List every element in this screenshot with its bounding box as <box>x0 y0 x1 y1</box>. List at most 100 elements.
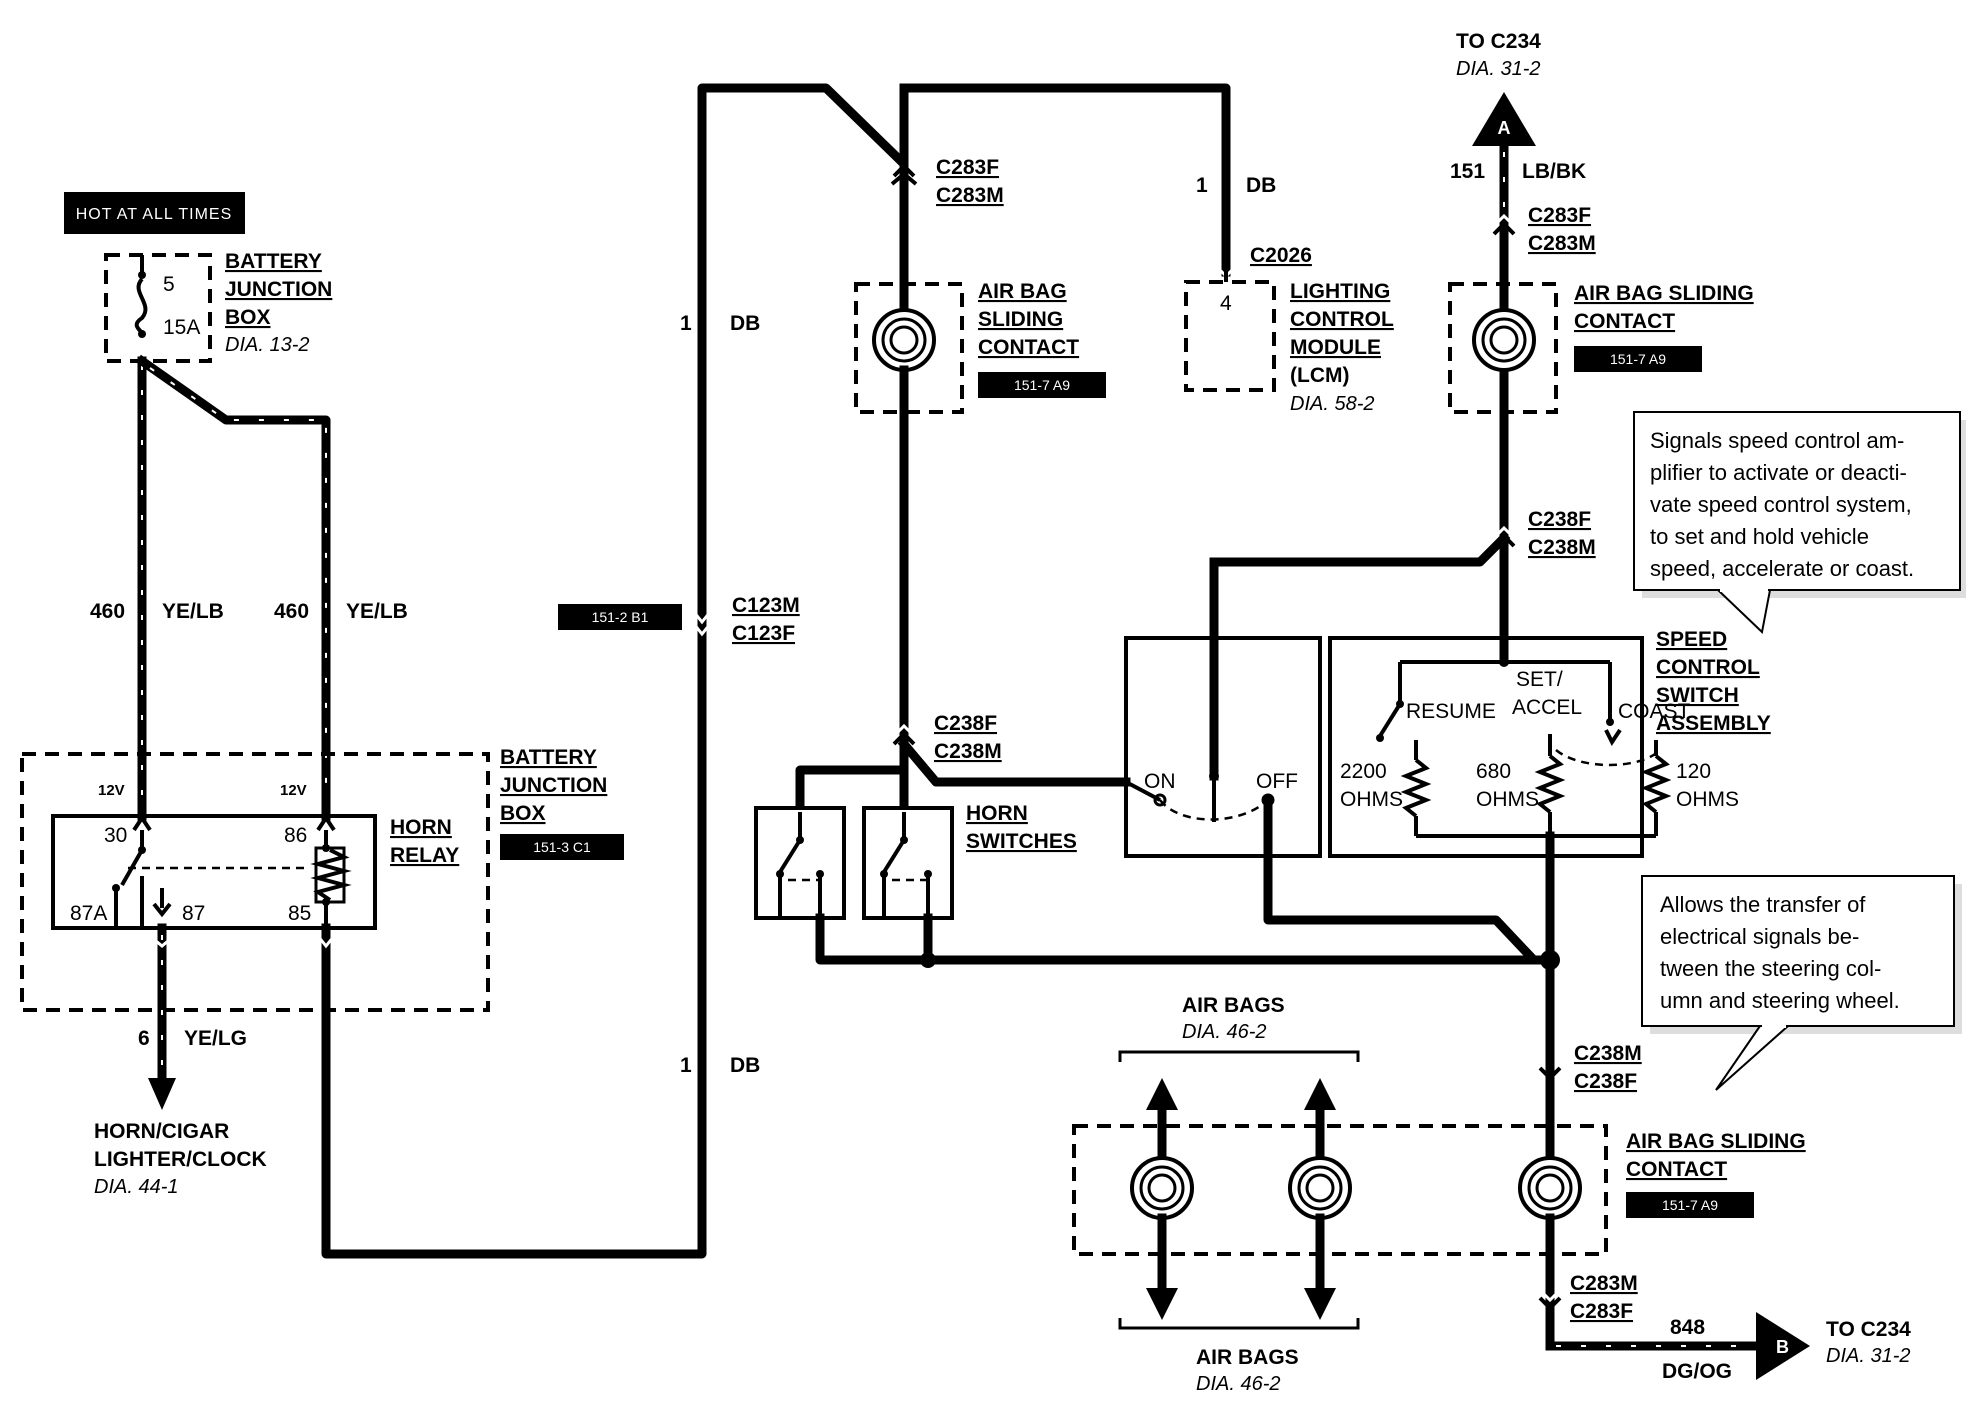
arrow-down-icon <box>1146 1288 1178 1320</box>
svg-text:vate speed control system,: vate speed control system, <box>1650 492 1912 517</box>
horn-switches-label: HORN SWITCHES <box>966 802 1077 853</box>
svg-text:AIR BAGS: AIR BAGS <box>1196 1346 1299 1369</box>
svg-text:HORN: HORN <box>390 816 452 839</box>
svg-text:A: A <box>1498 118 1511 138</box>
wire-151-color: LB/BK <box>1522 160 1586 183</box>
wire-460-color-right: YE/LB <box>346 600 408 623</box>
arrow-down-icon <box>1304 1288 1336 1320</box>
wire-460-ye-lb-right <box>135 354 331 805</box>
svg-text:C283F: C283F <box>936 156 999 179</box>
resistor-120-icon <box>1640 754 1672 814</box>
battery-junction-box-fuse: 5 15A <box>104 253 212 363</box>
wire-6-color: YE/LG <box>184 1027 247 1050</box>
svg-text:HORN: HORN <box>966 802 1028 825</box>
svg-text:CONTACT: CONTACT <box>1626 1158 1727 1181</box>
svg-text:B: B <box>1776 1337 1789 1357</box>
svg-text:C283M: C283M <box>1570 1272 1638 1295</box>
svg-text:electrical signals be-: electrical signals be- <box>1660 924 1859 949</box>
svg-text:HOT AT ALL TIMES: HOT AT ALL TIMES <box>76 206 233 223</box>
svg-text:TO C234: TO C234 <box>1826 1318 1911 1341</box>
resistor-120-value: 120 <box>1676 760 1711 783</box>
svg-text:HORN/CIGAR: HORN/CIGAR <box>94 1120 229 1143</box>
on-off-switch-box: ON OFF <box>1124 557 1322 858</box>
fuse-number: 5 <box>163 273 175 296</box>
switch-set: SET/ <box>1516 668 1563 691</box>
svg-text:C283F: C283F <box>1570 1300 1633 1323</box>
wire-db-lcm-color: DB <box>1246 174 1276 197</box>
wire-horn-ground <box>815 913 1551 965</box>
switch-resume: RESUME <box>1406 700 1496 723</box>
airbag-sliding-contact-left <box>854 179 964 741</box>
svg-text:C238F: C238F <box>1528 508 1591 531</box>
svg-text:BOX: BOX <box>225 306 271 329</box>
svg-text:C238F: C238F <box>1574 1070 1637 1093</box>
svg-text:C238F: C238F <box>934 712 997 735</box>
airbag-sliding-contact-right-label: AIR BAG SLIDING CONTACT 151-7 A9 <box>1574 282 1754 372</box>
switch-accel: ACCEL <box>1512 696 1582 719</box>
speed-control-switch-assembly-label: SPEED CONTROL SWITCH ASSEMBLY <box>1656 628 1771 735</box>
svg-text:tween the steering col-: tween the steering col- <box>1660 956 1881 981</box>
svg-text:SWITCHES: SWITCHES <box>966 830 1077 853</box>
horn-switch-left <box>754 806 846 936</box>
connector-c123: 151-2 B1 C123M C123F <box>558 594 800 645</box>
svg-text:C283M: C283M <box>1528 232 1596 255</box>
svg-text:JUNCTION: JUNCTION <box>500 774 607 797</box>
svg-text:MODULE: MODULE <box>1290 336 1381 359</box>
horn-switch-right <box>862 806 954 932</box>
svg-text:C283F: C283F <box>1528 204 1591 227</box>
lcm-label: LIGHTING CONTROL MODULE (LCM) DIA. 58-2 <box>1290 280 1394 415</box>
wire-off-to-junction <box>1263 795 1537 963</box>
svg-text:C238M: C238M <box>1528 536 1596 559</box>
wire-460-circuit-left: 460 <box>90 600 125 623</box>
svg-text:DIA. 44-1: DIA. 44-1 <box>94 1176 178 1198</box>
wire-db-lcm-circuit: 1 <box>1196 174 1208 197</box>
wire-460-color-left: YE/LB <box>162 600 224 623</box>
connector-c283-lower: C283M C283F <box>1538 1272 1638 1323</box>
svg-text:151-2 B1: 151-2 B1 <box>592 609 649 625</box>
svg-text:BATTERY: BATTERY <box>225 250 322 273</box>
wire-horn-switch-left <box>795 739 909 817</box>
arrow-up-icon <box>1146 1078 1178 1110</box>
voltage-12v-left: 12V <box>98 782 125 799</box>
resistor-2200-icon <box>1400 758 1432 818</box>
connector-c238-upper: C238F C238M <box>1492 508 1596 559</box>
note-airbag-sliding-contact: Allows the transfer of electrical signal… <box>1641 875 1962 1091</box>
connector-c238-lower: C238M C238F <box>1538 1042 1642 1093</box>
air-bags-bottom-label: AIR BAGS DIA. 46-2 <box>1118 1318 1360 1395</box>
airbag-sliding-contact-bottom-label: AIR BAG SLIDING CONTACT 151-7 A9 <box>1626 1130 1806 1218</box>
svg-text:151-7 A9: 151-7 A9 <box>1014 377 1070 393</box>
wire-to-on-contact <box>897 737 1131 787</box>
svg-text:Allows the transfer of: Allows the transfer of <box>1660 892 1866 917</box>
fuse-icon <box>134 277 148 335</box>
connector-c283-right: C283F C283M <box>1492 204 1596 255</box>
to-c234-top-label: TO C234 DIA. 31-2 <box>1456 30 1541 80</box>
resistor-680-value: 680 <box>1476 760 1511 783</box>
wire-6-ye-lg <box>148 923 176 1110</box>
wire-db-circuit-upper: 1 <box>680 312 692 335</box>
airbag-sliding-contact-right <box>1448 282 1558 414</box>
svg-text:C123F: C123F <box>732 622 795 645</box>
wire-151-circuit: 151 <box>1450 160 1485 183</box>
relay-coil-icon <box>310 848 352 902</box>
note-speed-control: Signals speed control am- plifier to act… <box>1633 411 1966 634</box>
voltage-12v-right: 12V <box>280 782 307 799</box>
switch-coast: COAST <box>1618 700 1691 723</box>
svg-text:BOX: BOX <box>500 802 546 825</box>
resistor-2200-unit: OHMS <box>1340 788 1403 811</box>
svg-text:AIR BAGS: AIR BAGS <box>1182 994 1285 1017</box>
connector-b-arrow: B <box>1756 1312 1810 1380</box>
horn-relay: 30 86 87A 87 85 <box>51 795 377 930</box>
svg-text:TO C234: TO C234 <box>1456 30 1541 53</box>
hot-at-all-times-badge: HOT AT ALL TIMES <box>64 192 245 234</box>
svg-text:RELAY: RELAY <box>390 844 459 867</box>
svg-text:Signals speed control am-: Signals speed control am- <box>1650 428 1904 453</box>
svg-text:DIA. 31-2: DIA. 31-2 <box>1826 1345 1910 1367</box>
wire-db-color-lower: DB <box>730 1054 760 1077</box>
svg-text:AIR BAG SLIDING: AIR BAG SLIDING <box>1626 1130 1806 1153</box>
relay-junction-box-label: BATTERY JUNCTION BOX 151-3 C1 <box>500 746 624 860</box>
svg-text:LIGHTER/CLOCK: LIGHTER/CLOCK <box>94 1148 267 1171</box>
airbag-sliding-contact-left-label: AIR BAG SLIDING CONTACT 151-7 A9 <box>978 280 1106 398</box>
svg-text:CONTACT: CONTACT <box>1574 310 1675 333</box>
wire-460-circuit-right: 460 <box>274 600 309 623</box>
